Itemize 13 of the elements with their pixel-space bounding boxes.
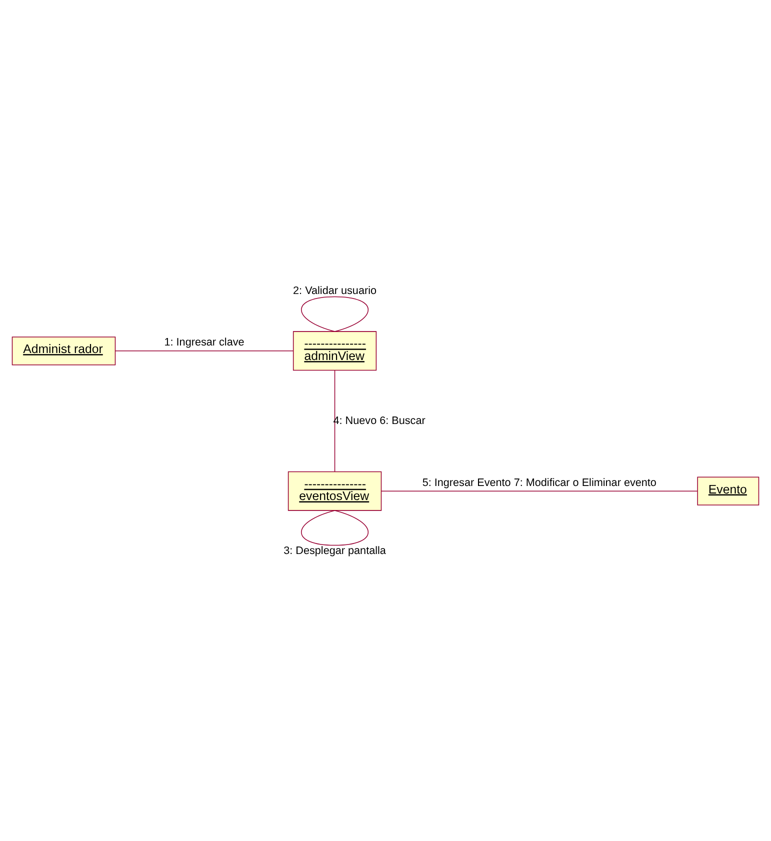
node-box: Evento xyxy=(697,476,760,505)
node-box: --------------- eventosView xyxy=(288,470,382,510)
node-box: --------------- adminView xyxy=(292,330,377,370)
connector xyxy=(334,370,336,472)
connector xyxy=(381,490,698,491)
edge-label: 1: Ingresar clave xyxy=(164,336,244,348)
connector xyxy=(301,296,369,332)
connector xyxy=(301,510,369,546)
edge-label: 5: Ingresar Evento 7: Modificar o Eliminar evento xyxy=(422,476,656,488)
edge-label: 2: Validar usuario xyxy=(293,284,377,296)
connector xyxy=(114,350,294,351)
node-box: Administ rador xyxy=(12,336,116,365)
edge-label: 3: Desplegar pantalla xyxy=(284,544,386,556)
